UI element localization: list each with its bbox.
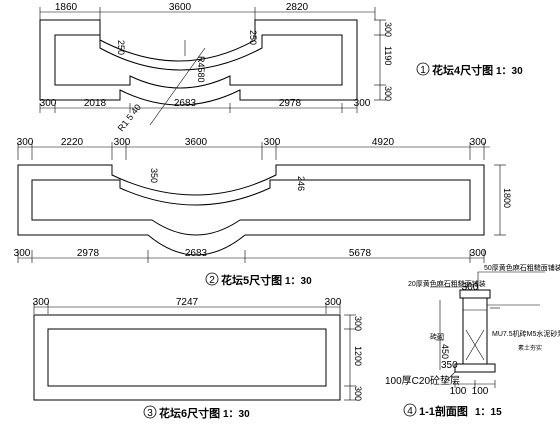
plan4-scale: 1：30 xyxy=(496,66,523,77)
plan5-scale: 1：30 xyxy=(285,276,312,287)
plan5-bottom-dim: 2978 xyxy=(77,248,100,259)
section-1-1: 50厚黄色麻石粗糙面铺装 20厚黄色麻石粗糙面铺装 MU7.5机砖M5水泥砂浆砌… xyxy=(385,263,560,418)
plan6-top-dim: 7247 xyxy=(176,297,199,308)
plan5-bottom-dimension: 300 2978 2683 5678 300 xyxy=(14,248,487,263)
plan4-bottom-dim: 300 xyxy=(40,98,57,109)
plan5-top-dim: 2220 xyxy=(61,137,84,148)
section-title-text: 1-1剖面图 xyxy=(419,404,468,418)
section-top-dim: 300 xyxy=(462,282,479,293)
plan4-right-dim: 300 xyxy=(383,86,393,101)
plan6-outline-outer xyxy=(33,314,341,401)
plan4-title-text: 花坛4尺寸图 xyxy=(432,63,493,77)
section-note: 20厚黄色麻石粗糙面铺装 xyxy=(408,279,486,288)
plan5-bottom-dim: 300 xyxy=(14,248,31,259)
plan6-scale: 1：30 xyxy=(223,409,250,420)
plan4-bottom-dim: 2978 xyxy=(279,98,302,109)
section-base-dim: 350 xyxy=(441,360,458,371)
plan4-bottom-dimension: 300 2018 2683 2978 300 xyxy=(40,98,371,113)
plan6-title-text: 花坛6尺寸图 xyxy=(159,406,220,420)
plan6-title: 3 花坛6尺寸图 1：30 xyxy=(143,405,250,420)
section-title: 4 1-1剖面图 1：15 xyxy=(403,403,502,418)
plan6-top-dimension: 300 7247 300 xyxy=(33,297,342,314)
plan5-inner-dim: 246 xyxy=(296,176,306,191)
section-note: MU7.5机砖M5水泥砂浆砌筑 xyxy=(492,329,560,338)
plan-4: 1860 3600 2820 250 250 R4580 R1 5 40 300… xyxy=(39,2,523,133)
section-side-dim: 450 xyxy=(440,344,450,359)
plan6-right-dim: 300 xyxy=(353,316,363,331)
section-number: 4 xyxy=(407,406,413,417)
section-bottom-dim: 100 xyxy=(472,386,489,397)
plan5-top-dim: 300 xyxy=(470,137,487,148)
plan4-radius-label: R4580 xyxy=(196,56,206,83)
plan6-number: 3 xyxy=(147,408,153,419)
plan5-outline-outer xyxy=(17,164,485,256)
plan5-bottom-dim: 5678 xyxy=(349,248,372,259)
plan6-top-dim: 300 xyxy=(325,297,342,308)
plan4-right-dim: 300 xyxy=(383,22,393,37)
plan6-right-dim: 1200 xyxy=(353,346,363,366)
plan5-top-dimension: 300 2220 300 3600 300 4920 300 xyxy=(17,137,490,160)
plan6-outline-inner xyxy=(47,328,327,387)
section-note: 50厚黄色麻石粗糙面铺装 xyxy=(484,263,560,272)
plan4-top-dim: 2820 xyxy=(286,2,309,13)
plan4-bottom-dim: 2018 xyxy=(84,98,107,109)
plan5-outline-inner xyxy=(31,179,471,236)
plan5-title-text: 花坛5尺寸图 xyxy=(221,273,282,287)
plan5-title: 2 花坛5尺寸图 1：30 xyxy=(205,272,312,287)
plan-6: 300 7247 300 300 1200 300 3 花坛6尺寸图 1：30 xyxy=(33,297,363,420)
section-scale: 1：15 xyxy=(475,407,502,418)
plan5-right-dim: 1800 xyxy=(502,188,512,208)
plan-5: 300 2220 300 3600 300 4920 300 350 246 1… xyxy=(14,137,512,287)
plan5-top-dim: 300 xyxy=(114,137,131,148)
plan5-top-dim: 300 xyxy=(17,137,34,148)
plan5-right-dimension: 1800 xyxy=(494,164,512,236)
section-left-label: 砖砌 xyxy=(430,332,444,341)
section-base-label: 100厚C20砼垫层 xyxy=(385,374,460,387)
plan4-inner-dim: 250 xyxy=(248,30,258,45)
plan4-top-dim: 1860 xyxy=(55,2,78,13)
plan4-inner-dim: 250 xyxy=(116,40,126,55)
plan5-number: 2 xyxy=(209,275,215,286)
section-note: 素土夯实 xyxy=(518,344,542,352)
plan6-right-dim: 300 xyxy=(353,386,363,401)
section-base xyxy=(454,363,496,373)
plan4-number: 1 xyxy=(420,65,426,76)
plan5-bottom-dim: 2683 xyxy=(185,248,208,259)
plan5-top-dim: 4920 xyxy=(372,137,395,148)
plan4-bottom-dim: 2683 xyxy=(174,98,197,109)
plan6-right-dimension: 300 1200 300 xyxy=(344,314,363,401)
plan5-top-dim: 3600 xyxy=(185,137,208,148)
plan6-top-dim: 300 xyxy=(33,297,50,308)
plan4-bottom-dim: 300 xyxy=(354,98,371,109)
plan4-top-dimension: 1860 3600 2820 xyxy=(39,2,376,20)
plan5-bottom-dim: 300 xyxy=(470,248,487,259)
plan4-outline-outer xyxy=(39,19,358,106)
plan4-title: 1 花坛4尺寸图 1：30 xyxy=(416,62,523,77)
plan4-radius-label: R1 5 40 xyxy=(116,102,143,133)
section-bottom-dim: 100 xyxy=(450,386,467,397)
plan4-outline-inner xyxy=(54,34,343,89)
plan4-right-dim: 1190 xyxy=(383,46,393,65)
plan5-top-dim: 300 xyxy=(264,137,281,148)
plan4-top-dim: 3600 xyxy=(169,2,192,13)
plan4-right-dimension: 300 1190 300 xyxy=(374,19,393,101)
plan4-radius-leader xyxy=(149,47,206,126)
plan5-inner-dim: 350 xyxy=(149,168,159,183)
